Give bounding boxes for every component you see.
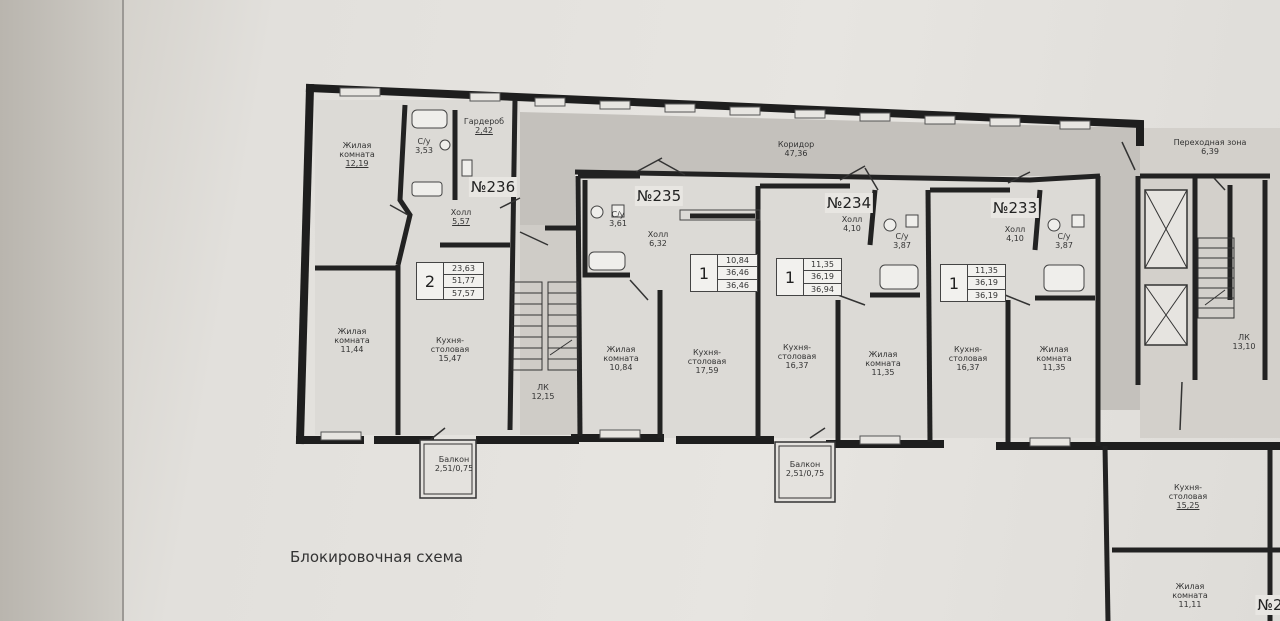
wall-233-b: [1032, 189, 1043, 251]
living-area: 23,63: [444, 263, 483, 276]
apartment-badge-234: 1 11,35 36,19 36,94: [776, 258, 842, 296]
living-area: 11,35: [968, 265, 1005, 278]
total-area-with-balcony: 36,94: [811, 284, 834, 294]
balcony-234: [774, 441, 836, 503]
wall-236-a: [395, 104, 413, 266]
room-count: 1: [777, 259, 804, 295]
wall-235-a: [582, 180, 630, 278]
apartment-number: №236: [468, 177, 518, 197]
total-area: 36,19: [804, 271, 841, 284]
apartment-number: №233: [990, 198, 1040, 218]
room-count: 2: [417, 263, 444, 299]
living-area: 11,35: [804, 259, 841, 272]
apartment-badge-236: 2 23,63 51,77 57,57: [416, 262, 484, 300]
wall-right-unit: [1102, 445, 1111, 621]
apartment-number: №235: [634, 186, 684, 206]
room-count: 1: [691, 255, 718, 291]
wall-stair-right: [575, 175, 583, 437]
paper-edge-line: [122, 0, 124, 621]
right-core-fill: [1140, 128, 1280, 438]
room-count: 1: [941, 265, 968, 301]
apartment-badge-233: 1 11,35 36,19 36,19: [940, 264, 1006, 302]
outer-wall-top: [305, 83, 1144, 146]
total-area: 51,77: [444, 275, 483, 288]
apartment-badge-235: 1 10,84 36,46 36,46: [690, 254, 758, 292]
apartment-number: №234: [824, 193, 874, 213]
wall-234-right: [925, 189, 933, 443]
wall-234-b: [867, 189, 878, 246]
total-area-with-balcony: 57,57: [452, 288, 475, 298]
total-area-with-balcony: 36,46: [726, 280, 749, 290]
blocking-scheme-caption: Блокировочная схема: [290, 548, 464, 566]
wall-236-d: [507, 99, 518, 431]
total-area: 36,46: [718, 267, 757, 280]
background-shadow: [0, 0, 122, 621]
living-area: 10,84: [718, 255, 757, 268]
outer-wall-left: [295, 83, 315, 445]
total-area-with-balcony: 36,19: [975, 290, 998, 300]
apartment-number: №2: [1255, 595, 1280, 615]
wall-corridor-top: [574, 169, 1101, 183]
balcony-236: [419, 439, 477, 499]
total-area: 36,19: [968, 277, 1005, 290]
